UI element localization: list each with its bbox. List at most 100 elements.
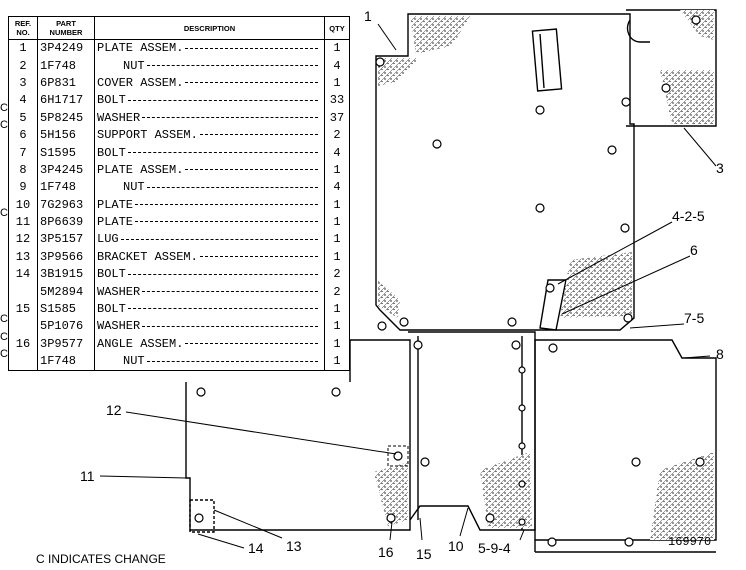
part-number-cell: 5P1076: [37, 318, 95, 336]
dot-leader: [135, 204, 319, 206]
dot-leader: [146, 360, 318, 362]
qty-cell: 33: [324, 92, 350, 110]
dot-leader: [185, 343, 319, 345]
ref-cell: 4: [8, 92, 38, 110]
qty-cell: 4: [324, 179, 350, 197]
part-number-cell: 5M2894: [37, 283, 95, 301]
callout-6: 6: [690, 242, 698, 258]
qty-cell: 1: [324, 39, 350, 58]
ref-cell: 13: [8, 248, 38, 267]
description-text: BOLT: [97, 93, 126, 108]
table-header-row: REF. NO. PART NUMBER DESCRIPTION QTY: [8, 16, 350, 40]
ref-cell: 1: [8, 39, 38, 58]
qty-cell: 1: [324, 300, 350, 319]
description-cell: PLATE: [94, 213, 325, 232]
callout-1: 1: [364, 8, 372, 24]
change-marker: C: [0, 101, 8, 114]
description-cell: WASHER: [94, 318, 325, 336]
ref-cell: 14: [8, 266, 38, 284]
description-cell: SUPPORT ASSEM.: [94, 126, 325, 145]
qty-cell: 1: [324, 74, 350, 93]
description-text: PLATE: [97, 215, 134, 230]
part-number-cell: 5H156: [37, 126, 95, 145]
description-text: PLATE ASSEM.: [97, 162, 184, 177]
qty-cell: 1: [324, 196, 350, 214]
description-text: NUT: [123, 354, 145, 369]
change-marker: C: [0, 348, 8, 361]
callout-7-5: 7-5: [684, 310, 705, 326]
description-cell: BRACKET ASSEM.: [94, 248, 325, 267]
qty-cell: 4: [324, 144, 350, 162]
ref-cell: 15: [8, 300, 38, 319]
qty-cell: 4: [324, 57, 350, 75]
qty-cell: 37: [324, 109, 350, 127]
description-text: BOLT: [97, 302, 126, 317]
description-cell: BOLT: [94, 92, 325, 110]
ref-cell: [8, 318, 38, 336]
description-cell: LUG: [94, 231, 325, 249]
description-cell: NUT: [94, 179, 325, 197]
qty-cell: 1: [324, 318, 350, 336]
callout-3: 3: [716, 160, 724, 176]
dot-leader: [142, 325, 319, 327]
description-cell: BOLT: [94, 266, 325, 284]
qty-cell: 2: [324, 126, 350, 145]
change-marker: C: [0, 313, 8, 325]
ref-cell: 16: [8, 335, 38, 354]
qty-cell: 2: [324, 283, 350, 301]
part-number-cell: S1595: [37, 144, 95, 162]
ref-cell: 8: [8, 161, 38, 180]
qty-cell: 1: [324, 213, 350, 232]
ref-cell: 5: [8, 109, 38, 127]
dot-leader: [127, 308, 318, 310]
callout-5-9-4: 5-9-4: [478, 540, 511, 556]
change-marker: C: [0, 119, 8, 132]
callout-4-2-5: 4-2-5: [672, 208, 705, 224]
description-text: BOLT: [97, 267, 126, 282]
part-number-cell: 7G2963: [37, 196, 95, 214]
part-number-cell: 3B1915: [37, 266, 95, 284]
ref-cell: 6: [8, 126, 38, 145]
qty-cell: 2: [324, 266, 350, 284]
cover-assembly-3: [626, 9, 717, 127]
description-text: BRACKET ASSEM.: [97, 249, 198, 264]
illustration-number: 169970: [668, 535, 712, 549]
ref-cell: 7: [8, 144, 38, 162]
description-cell: PLATE: [94, 196, 325, 214]
callout-11: 11: [80, 468, 95, 484]
description-text: PLATE: [97, 197, 134, 212]
description-text: SUPPORT ASSEM.: [97, 128, 198, 143]
dot-leader: [146, 64, 318, 66]
plate-10: [408, 331, 536, 531]
ref-cell: 12: [8, 231, 38, 249]
change-legend: C INDICATES CHANGE: [36, 552, 166, 566]
ref-cell: 10: [8, 196, 38, 214]
description-cell: WASHER: [94, 109, 325, 127]
description-text: NUT: [123, 58, 145, 73]
dot-leader: [127, 151, 318, 153]
description-cell: COVER ASSEM.: [94, 74, 325, 93]
callout-10: 10: [448, 538, 464, 554]
part-number-cell: 6P831: [37, 74, 95, 93]
part-number-cell: 6H1717: [37, 92, 95, 110]
header-ref: REF. NO.: [8, 16, 38, 40]
dot-leader: [185, 47, 319, 49]
dot-leader: [146, 186, 318, 188]
change-marker: C: [0, 207, 8, 220]
support-assembly-6: [539, 279, 567, 331]
description-text: PLATE ASSEM.: [97, 41, 184, 56]
ref-cell: [8, 283, 38, 301]
dot-leader: [199, 256, 318, 258]
qty-cell: 1: [324, 248, 350, 267]
ref-cell: 11: [8, 213, 38, 232]
callout-16: 16: [378, 544, 394, 560]
part-number-cell: 1F748: [37, 179, 95, 197]
